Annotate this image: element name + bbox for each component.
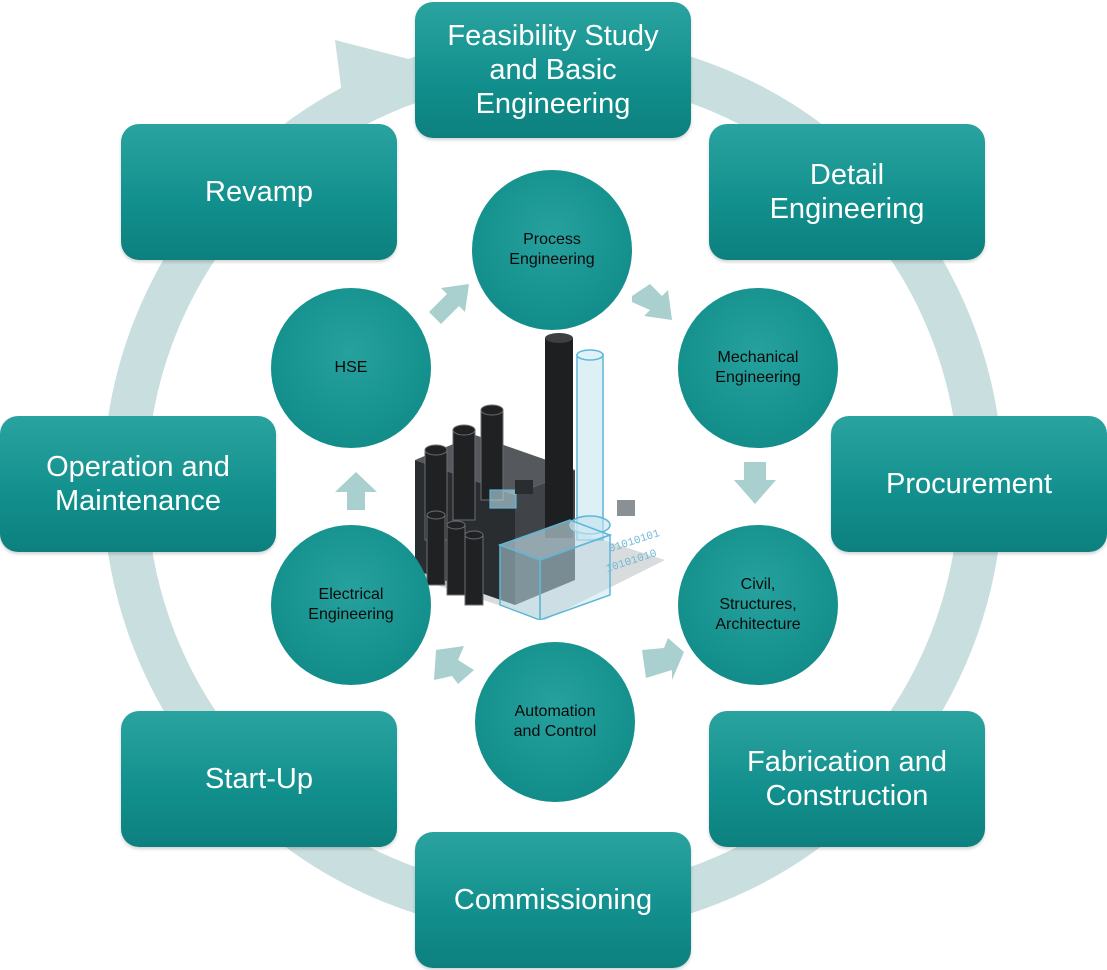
discipline-label: HSE bbox=[334, 359, 368, 376]
chevron-arrow-process-to-mechanical bbox=[632, 284, 672, 320]
step-fabrication-construction: Fabrication and Construction bbox=[709, 711, 985, 847]
discipline-mechanical-engineering: Mechanical Engineering bbox=[678, 288, 838, 448]
step-label: Feasibility Study and Basic Engineering bbox=[447, 20, 659, 120]
step-operation-maintenance: Operation and Maintenance bbox=[0, 416, 276, 552]
step-label: Procurement bbox=[885, 468, 1052, 500]
industrial-plant-illustration: 01010101 10101010 bbox=[405, 333, 665, 620]
chevron-arrow-mechanical-to-civil bbox=[734, 462, 776, 504]
step-feasibility-study: Feasibility Study and Basic Engineering bbox=[415, 2, 691, 138]
chevron-arrow-electrical-to-hse bbox=[335, 472, 377, 510]
step-label: Fabrication and Construction bbox=[747, 746, 947, 812]
discipline-label: Process Engineering bbox=[509, 231, 595, 268]
chevron-arrow-civil-to-automation bbox=[642, 638, 684, 680]
step-label: Revamp bbox=[205, 176, 313, 208]
discipline-hse: HSE bbox=[271, 288, 431, 448]
step-procurement: Procurement bbox=[831, 416, 1107, 552]
discipline-automation-control: Automation and Control bbox=[475, 642, 635, 802]
discipline-civil-structures-architecture: Civil, Structures, Architecture bbox=[678, 525, 838, 685]
discipline-label: Mechanical Engineering bbox=[715, 349, 801, 386]
step-label: Start-Up bbox=[205, 763, 313, 795]
step-label: Detail Engineering bbox=[769, 159, 925, 225]
discipline-process-engineering: Process Engineering bbox=[472, 170, 632, 330]
step-commissioning: Commissioning bbox=[415, 832, 691, 968]
step-start-up: Start-Up bbox=[121, 711, 397, 847]
step-label: Commissioning bbox=[453, 884, 653, 916]
step-revamp: Revamp bbox=[121, 124, 397, 260]
discipline-electrical-engineering: Electrical Engineering bbox=[271, 525, 431, 685]
discipline-label: Electrical Engineering bbox=[308, 586, 394, 623]
discipline-label: Automation and Control bbox=[513, 703, 597, 740]
chevron-arrow-automation-to-electrical bbox=[434, 646, 474, 684]
step-detail-engineering: Detail Engineering bbox=[709, 124, 985, 260]
chevron-arrow-hse-to-process bbox=[429, 284, 469, 324]
discipline-label: Civil, Structures, Architecture bbox=[715, 576, 801, 633]
step-label: Operation and Maintenance bbox=[46, 451, 230, 517]
